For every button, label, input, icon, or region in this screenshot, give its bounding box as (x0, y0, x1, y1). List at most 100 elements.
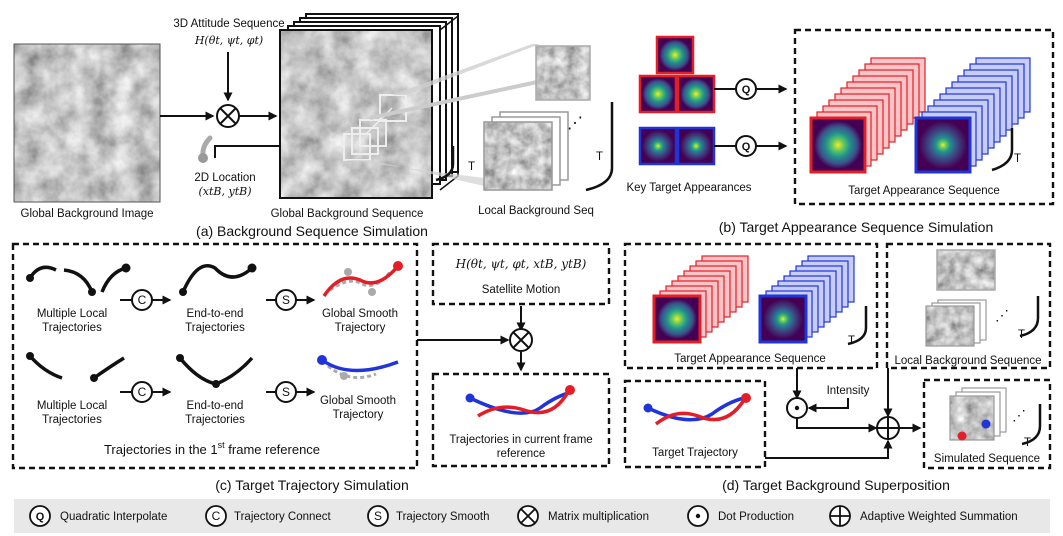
current-frame-box (431, 372, 611, 468)
svg-text:S: S (282, 385, 290, 399)
svg-text:S: S (374, 509, 382, 523)
simulated-sequence-label: Simulated Sequence (934, 453, 1040, 465)
quadratic-interpolate-icon-2: Q (735, 135, 757, 157)
satellite-motion-box (431, 242, 611, 306)
attitude-sequence-label: 3D Attitude Sequence (173, 18, 284, 30)
appearance-stack-red (809, 57, 926, 174)
global-smooth-trajectory-red (322, 261, 403, 297)
svg-text:Adaptive Weighted Summation: Adaptive Weighted Summation (860, 511, 1018, 523)
trajectory-label-2: Trajectory (333, 409, 384, 421)
legend: Q Quadratic Interpolate C Trajectory Con… (14, 499, 1050, 533)
section-d-title: (d) Target Background Superposition (722, 477, 950, 493)
trajectory-connect-icon-2: C (131, 381, 153, 403)
local-background-sequence: ⋰ (435, 45, 614, 192)
global-background-image (13, 43, 161, 203)
legend-item-smooth: S Trajectory Smooth (367, 505, 490, 527)
t-label-a1: T (468, 161, 475, 173)
appearance-stack-red-d (652, 255, 749, 344)
location-formula: (xtB, ytB) (198, 185, 251, 198)
circle-dot-icon (687, 505, 709, 527)
section-c-trajectory: Multiple Local Trajectories C End-to-end… (11, 242, 611, 493)
global-smooth-label-1: Global Smooth (322, 308, 398, 320)
location-label: 2D Location (194, 172, 255, 184)
legend-item-connect: C Trajectory Connect (205, 505, 332, 527)
section-a-background: Global Background Image 3D Attitude Sequ… (13, 13, 614, 239)
local-background-box-d (885, 242, 1052, 370)
svg-text:S: S (282, 293, 290, 307)
svg-text:⋰: ⋰ (1012, 407, 1026, 423)
appearance-stack-blue-d (758, 255, 855, 344)
quadratic-interpolate-icon-1: Q (735, 78, 757, 100)
svg-text:Q: Q (36, 511, 45, 523)
target-trajectory-drawing (643, 393, 751, 426)
multiple-local-label-2: Multiple Local (37, 400, 107, 412)
legend-item-dot: Dot Production (687, 505, 794, 527)
matrix-multiply-icon-c (509, 328, 533, 352)
appearance-sequence-box-d (623, 242, 879, 370)
circle-times-icon (517, 505, 539, 527)
svg-text:C: C (212, 509, 221, 523)
svg-text:Matrix multiplication: Matrix multiplication (548, 511, 649, 523)
attitude-formula: H(θt, ψt, φt) (194, 34, 263, 47)
trajectory-label-1: Trajectory (335, 322, 386, 334)
svg-text:Trajectory Smooth: Trajectory Smooth (396, 511, 490, 523)
simulated-sequence-thumbs: ⋰ (949, 387, 1042, 446)
legend-item-matrix: Matrix multiplication (517, 505, 649, 527)
trajectory-smooth-icon-2: S (275, 381, 297, 403)
local-trajectories-1 (26, 263, 131, 296)
t-label-d2: T (1018, 329, 1025, 341)
circle-plus-icon (829, 505, 851, 527)
trajectories-label-4: Trajectories (185, 414, 245, 426)
weighted-summation-icon-d (876, 416, 900, 440)
local-trajectories-2 (26, 352, 125, 382)
svg-text:Quadratic Interpolate: Quadratic Interpolate (60, 511, 167, 523)
appearance-sequence-label: Target Appearance Sequence (848, 185, 1000, 197)
appearance-target-blob (657, 299, 697, 339)
location-icon (198, 135, 213, 163)
satellite-motion-label: Satellite Motion (482, 284, 561, 296)
trajectory-smooth-icon-1: S (275, 289, 297, 311)
legend-item-summation: Adaptive Weighted Summation (829, 505, 1018, 527)
svg-text:C: C (138, 293, 147, 307)
svg-text:Q: Q (742, 84, 751, 96)
local-background-thumbs-d: ⋰ (925, 249, 1040, 347)
svg-text:Q: Q (742, 141, 751, 153)
end-to-end-trajectory-1 (179, 263, 257, 296)
global-smooth-label-2: Global Smooth (320, 395, 396, 407)
target-trajectory-box (623, 379, 767, 469)
current-frame-label-1: Trajectories in current frame (449, 434, 592, 446)
local-background-seq-label: Local Background Seq (478, 205, 594, 217)
section-b-appearance: Key Target Appearances Q Q T Target Appe… (626, 28, 1055, 235)
appearance-sequence-label-d: Target Appearance Sequence (674, 353, 826, 365)
global-background-image-label: Global Background Image (21, 208, 154, 220)
section-b-title: (b) Target Appearance Sequence Simulatio… (719, 219, 993, 235)
t-label-d1: T (848, 335, 855, 347)
global-background-sequence-label: Global Background Sequence (271, 208, 424, 220)
first-frame-box (11, 242, 419, 470)
current-frame-trajectories (465, 385, 575, 418)
trajectories-label-2: Trajectories (185, 322, 245, 334)
section-d-superposition: T Target Appearance Sequence ⋰ T Local B… (623, 242, 1052, 493)
local-background-sequence-label: Local Background Sequence (894, 355, 1041, 367)
global-smooth-trajectory-blue (317, 355, 399, 380)
circle-q-icon: Q (29, 505, 51, 527)
section-a-title: (a) Background Sequence Simulation (196, 223, 428, 239)
trajectories-label-1: Trajectories (42, 322, 102, 334)
trajectory-connect-icon-1: C (131, 289, 153, 311)
circle-s-icon: S (367, 505, 389, 527)
key-target-appearances-label: Key Target Appearances (626, 182, 751, 194)
t-label-a2: T (596, 151, 603, 163)
simulated-sequence-box (922, 378, 1052, 470)
appearance-sequence-box (793, 28, 1055, 206)
trajectories-label-3: Trajectories (42, 414, 102, 426)
circle-c-icon: C (205, 505, 227, 527)
appearance-stack-blue (914, 57, 1031, 174)
current-frame-label-2: reference (497, 448, 546, 460)
appearance-target-blob (919, 121, 967, 169)
section-c-title: (c) Target Trajectory Simulation (215, 477, 408, 493)
appearance-target-blob (763, 299, 803, 339)
svg-text:Dot Production: Dot Production (718, 511, 794, 523)
legend-item-quadratic: Q Quadratic Interpolate (29, 505, 167, 527)
intensity-label: Intensity (827, 385, 870, 397)
